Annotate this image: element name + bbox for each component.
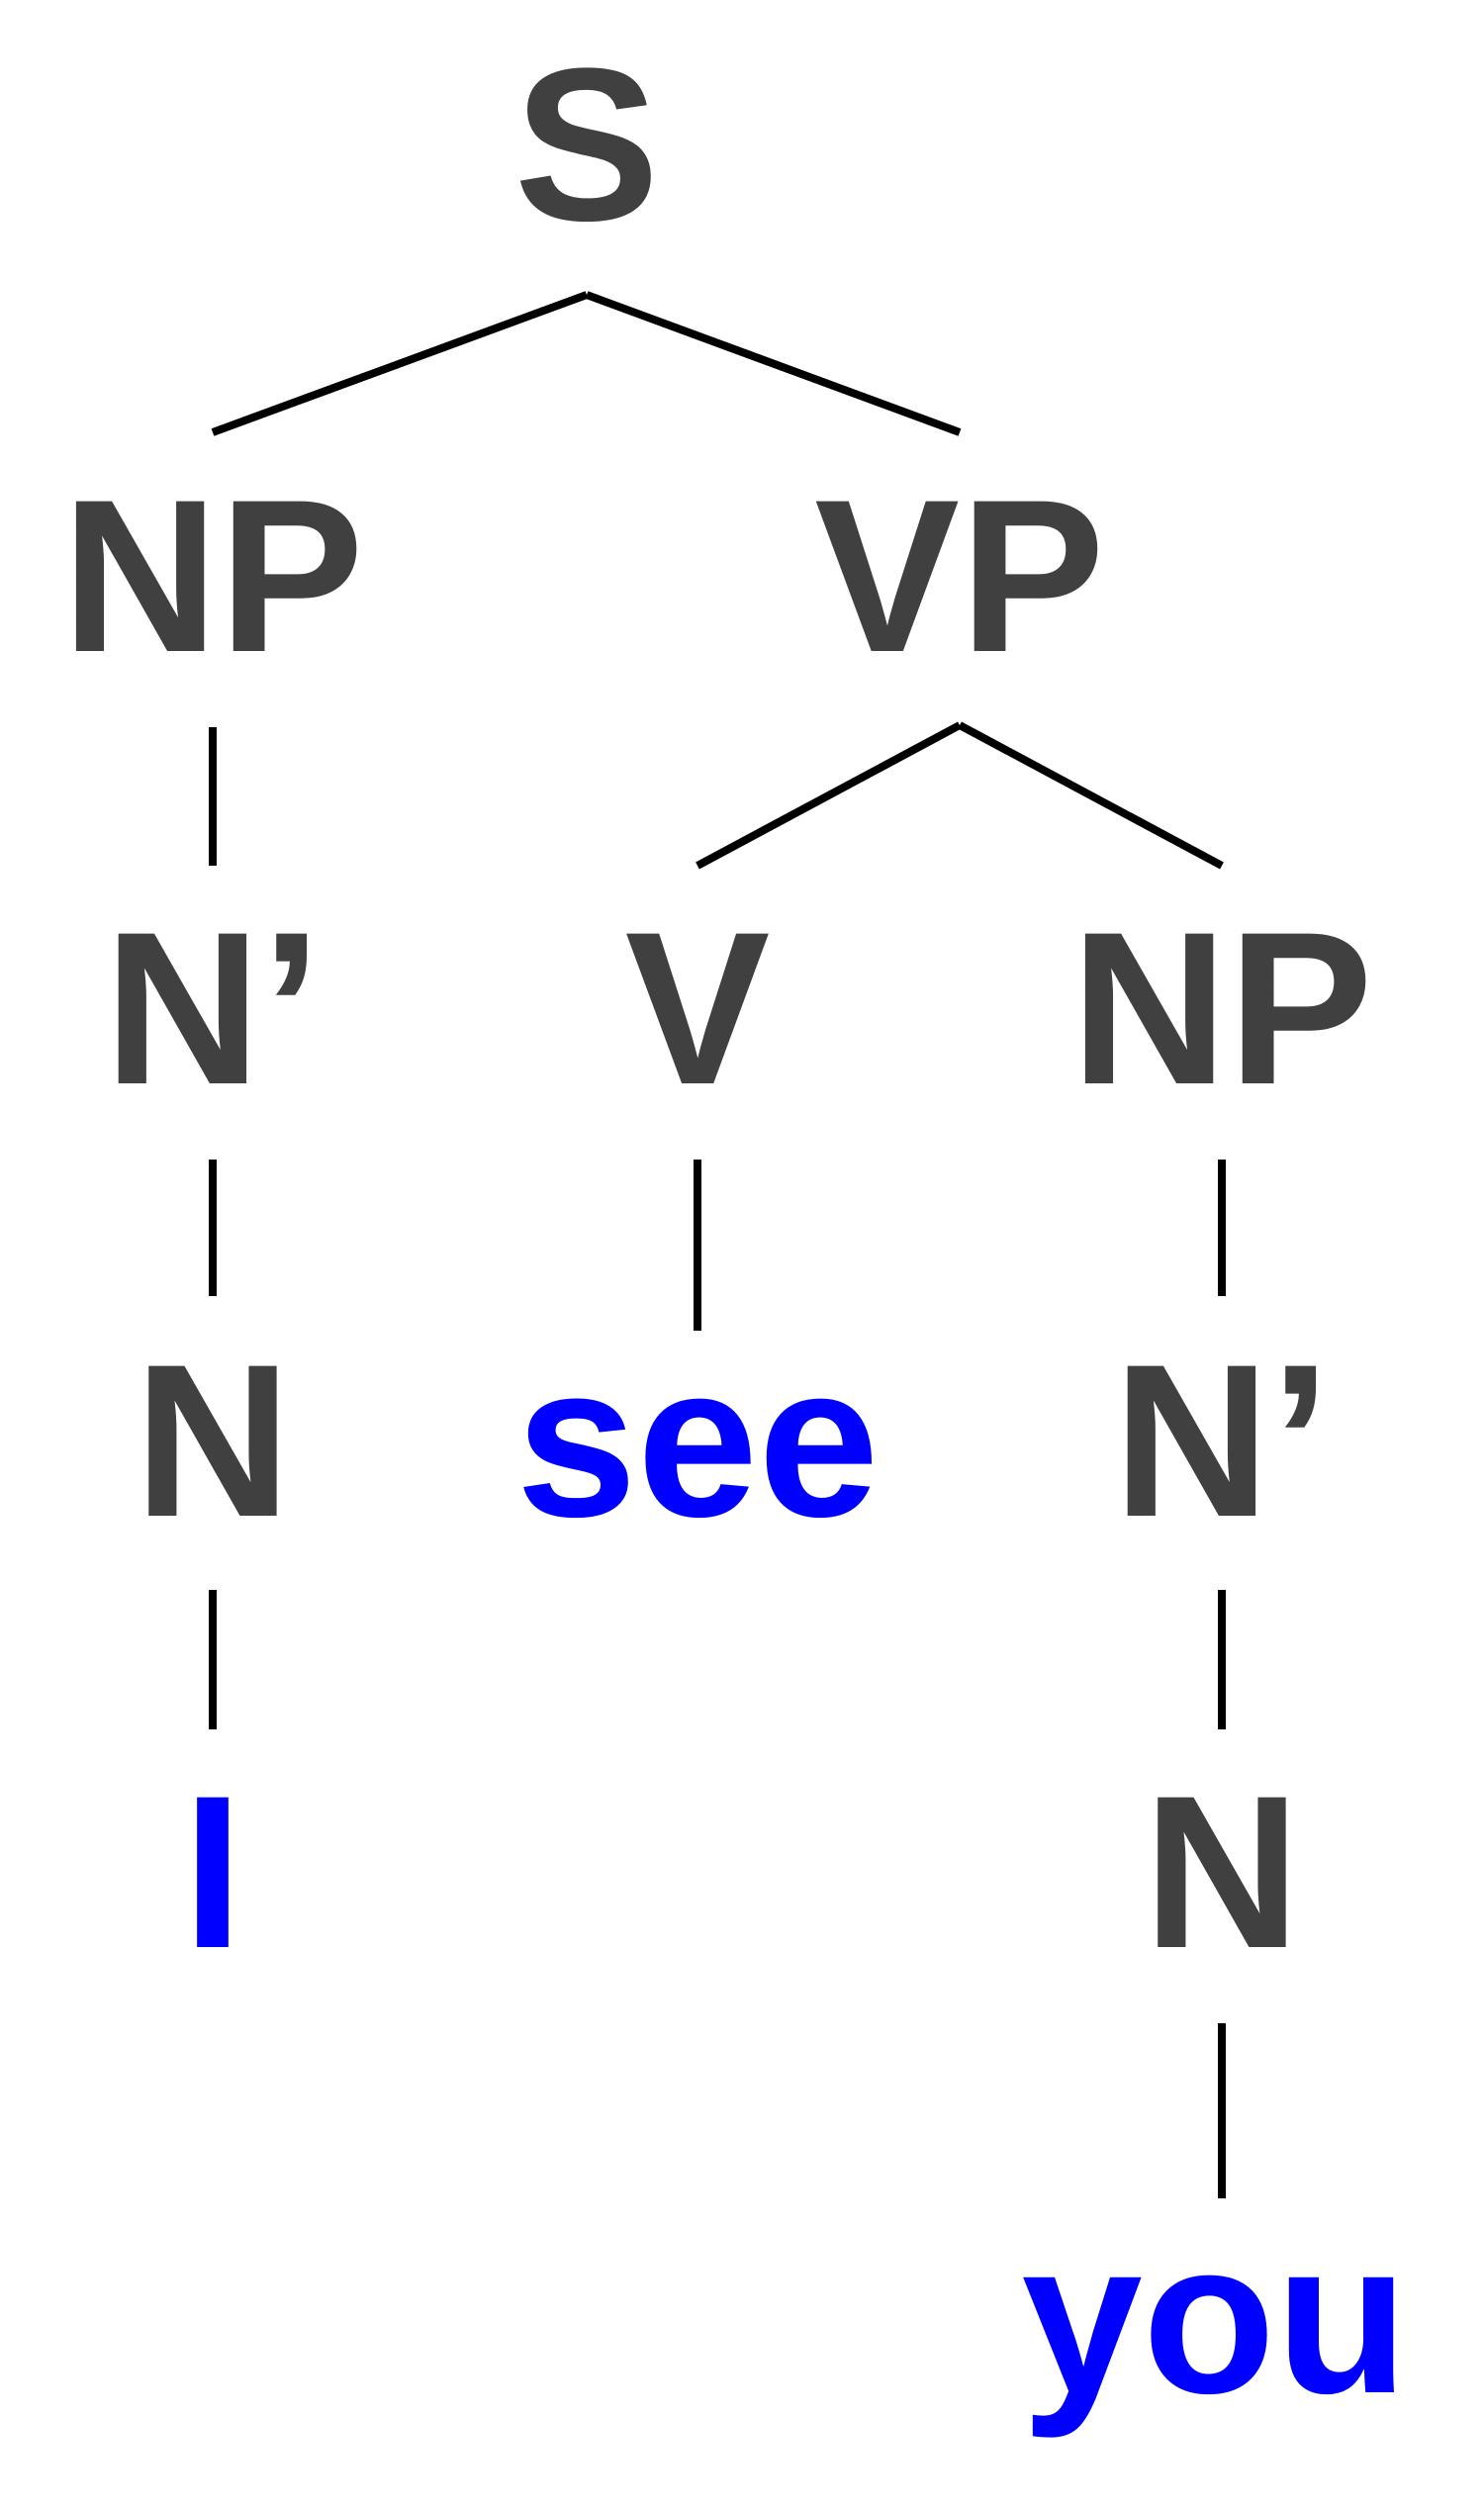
word-you: you (1021, 2195, 1408, 2439)
tree-nodes: S NP VP N’ V NP N see N’ I N you (61, 23, 1408, 2439)
branch-vp-np (958, 721, 1224, 870)
branch-s-np (211, 291, 589, 436)
branch-vp-v (696, 721, 962, 870)
node-subject-np: NP (61, 454, 364, 697)
tree-branches (209, 291, 1226, 2198)
node-object-np: NP (1070, 886, 1373, 1130)
node-subject-n: N (135, 1319, 292, 1562)
word-i: I (182, 1750, 242, 1994)
node-object-n-bar: N’ (1113, 1319, 1331, 1562)
node-object-n: N (1144, 1750, 1301, 1994)
node-subject-n-bar: N’ (104, 886, 322, 1130)
node-s: S (514, 23, 660, 266)
node-vp: VP (814, 454, 1104, 697)
branch-s-vp (585, 291, 962, 436)
word-see: see (515, 1319, 879, 1562)
node-verb: V (625, 886, 771, 1130)
